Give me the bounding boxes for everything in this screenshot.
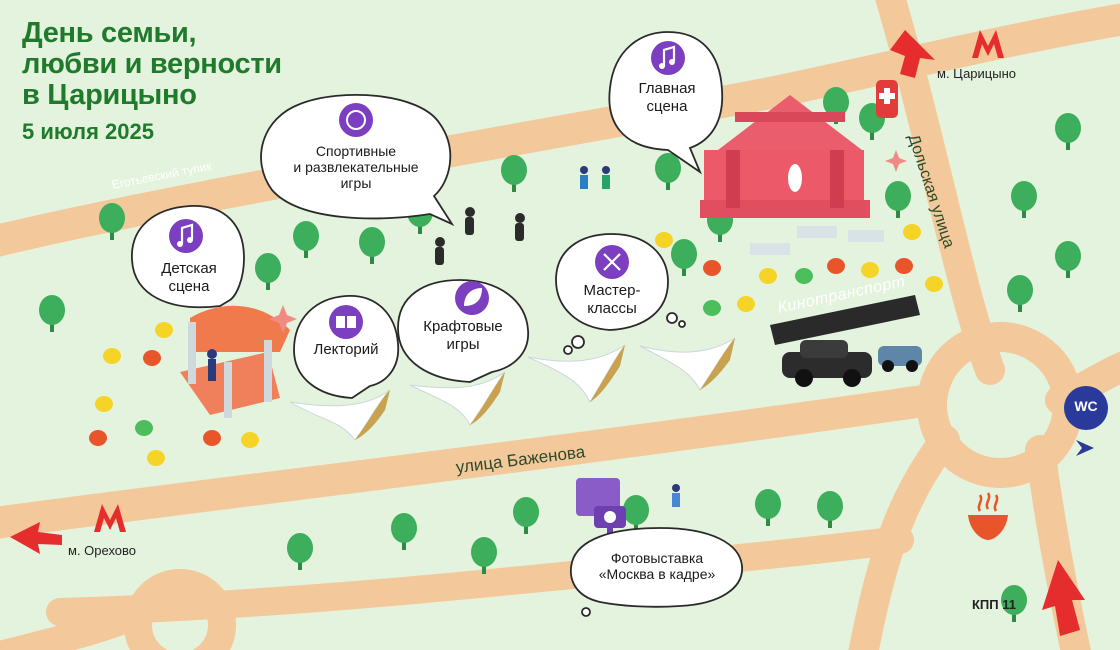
bush [89,430,107,446]
tree [817,491,843,528]
label-kids-stage: Детская сцена [161,260,217,295]
tree [1001,585,1027,622]
bush [827,258,845,274]
tents [289,337,736,441]
bush [703,260,721,276]
tree [359,227,385,264]
label-lecture-hall: Лекторий [313,341,379,358]
bush [903,224,921,240]
metro-icon [94,30,1004,532]
tree [755,489,781,526]
metro-label-orekhovo: м. Орехово [68,543,137,558]
kinotransport-banner [770,295,920,345]
tree [255,253,281,290]
bush [703,300,721,316]
label-main-stage: Главная сцена [638,80,696,115]
bubble-craft [397,279,529,383]
tree [1055,241,1081,278]
event-date: 5 июля 2025 [22,119,154,144]
bush [737,296,755,312]
label-workshops: Мастер- классы [583,282,641,317]
bush [95,396,113,412]
sparkles [269,150,907,333]
tree [623,495,649,532]
tree [501,155,527,192]
tree [471,537,497,574]
kids-stage [180,305,290,418]
tree [1007,275,1033,312]
bubble-lecture [293,295,400,399]
bush [861,262,879,278]
bubble-icons [169,41,685,339]
checkpoint-label: КПП 11 [972,597,1016,612]
food-bowl-icon [968,492,1008,540]
label-photo-exhibition: Фотовыставка «Москва в кадре» [598,550,716,582]
bush [155,322,173,338]
bubble-sports [260,93,455,227]
roundabout-southwest [124,569,236,650]
metro-arrow-orekhovo [10,522,62,554]
bush [103,348,121,364]
bush [241,432,259,448]
music-note-icon [651,41,685,75]
main-stage [700,95,884,255]
trees [39,87,1081,622]
label-craft-games: Крафтовые игры [423,318,503,353]
first-aid-icon [876,80,898,118]
page-title: День семьи, любви и верности в Царицыно [22,17,282,111]
metro-arrow-south [1042,560,1085,636]
bubble-workshops [555,233,669,331]
wc-label: WC [1074,398,1098,414]
bush [895,258,913,274]
wc-icon [1064,386,1108,430]
bush [925,276,943,292]
bubble-main-stage [608,31,724,175]
bush [795,268,813,284]
tree [1055,113,1081,150]
bubble-kids-stage [131,205,245,309]
ball-icon [339,103,373,137]
tree [1011,181,1037,218]
dancers [580,166,610,189]
bush [203,430,221,446]
tree [671,239,697,276]
bubble-photo [570,527,743,608]
players [435,207,525,265]
tree [39,295,65,332]
tree [391,513,417,550]
decor-dots [89,224,943,466]
bush [135,420,153,436]
tree [655,153,681,190]
bush [759,268,777,284]
road-bazhenova [0,384,946,539]
metro-label-tsaritsyno: м. Царицыно [937,66,1016,81]
tree [885,181,911,218]
bush [147,450,165,466]
label-sports-games: Спортивные и развлекательные игры [293,143,419,191]
music-note-icon [169,219,203,253]
tree [287,533,313,570]
wc-arrow [1076,440,1094,456]
tree [99,203,125,240]
tree [293,221,319,258]
runner [672,484,680,507]
retro-cars [782,340,922,387]
book-icon [329,305,363,339]
event-title-block: День семьи, любви и верности в Царицыно … [22,18,282,145]
bush [655,232,673,248]
tree [513,497,539,534]
tent-shadows [355,338,735,440]
bubbles [131,31,743,617]
bush [143,350,161,366]
metro-arrow-tsaritsyno [890,30,935,78]
